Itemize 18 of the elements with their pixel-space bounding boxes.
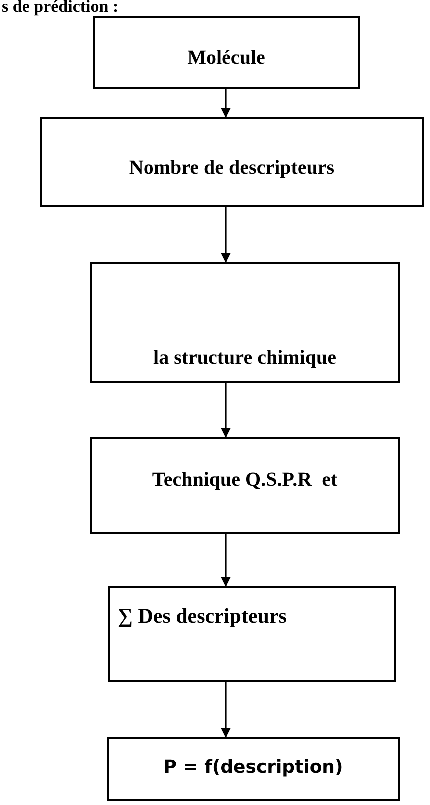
process-box	[107, 737, 400, 801]
arrow	[221, 207, 231, 263]
box-label: P = f(description)	[164, 757, 344, 778]
heading: s de prédiction :	[2, 0, 119, 16]
arrow	[221, 534, 231, 587]
box-label: Technique Q.S.P.R et	[152, 469, 338, 492]
process-box	[90, 262, 400, 383]
arrow	[221, 383, 231, 438]
box-label: ∑ Des descripteurs	[118, 604, 287, 629]
box-label: la structure chimique	[154, 347, 336, 370]
process-box	[108, 586, 396, 682]
process-box	[90, 437, 400, 534]
box-label: Molécule	[188, 47, 266, 70]
arrow	[221, 89, 231, 118]
arrow	[221, 682, 231, 738]
process-box	[93, 16, 360, 89]
process-box	[40, 117, 424, 207]
box-label: Nombre de descripteurs	[129, 157, 335, 180]
